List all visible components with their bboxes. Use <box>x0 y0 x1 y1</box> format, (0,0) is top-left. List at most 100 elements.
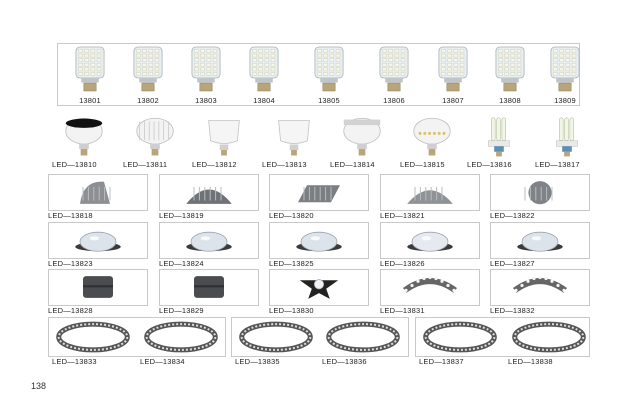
product-item: LED—13823 <box>48 222 148 268</box>
product-code: LED—13822 <box>490 211 535 220</box>
cube-wall-light-icon <box>83 276 113 298</box>
product-item: LED—13818 <box>48 174 148 220</box>
ring-group-frame <box>48 317 226 357</box>
product-code: LED—13811 <box>123 160 168 169</box>
product-code: LED—13814 <box>330 160 375 169</box>
product-code: LED—13812 <box>192 160 237 169</box>
corn-bulb-icon <box>75 46 105 92</box>
ring-light-icon <box>144 321 218 353</box>
product-item: LED—13812 <box>192 115 262 171</box>
product-item: LED—13813 <box>262 115 332 171</box>
product-item: LED—13833 <box>52 318 136 368</box>
product-code: LED—13829 <box>159 306 204 315</box>
product-frame <box>269 174 369 211</box>
product-frame <box>48 269 148 306</box>
product-code: 13801 <box>79 96 101 105</box>
product-code: 13807 <box>442 96 464 105</box>
product-item: LED—13824 <box>159 222 259 268</box>
product-item: 13804 <box>237 45 291 105</box>
product-code: LED—13828 <box>48 306 93 315</box>
wall-washer-icon <box>186 186 232 204</box>
product-code: LED—13824 <box>159 259 204 268</box>
t-bulb-icon <box>208 120 240 156</box>
ring-light-icon <box>423 321 497 353</box>
product-frame <box>380 174 480 211</box>
product-item: LED—13820 <box>269 174 369 220</box>
arc-light-icon <box>403 275 457 293</box>
product-item: LED—13831 <box>380 269 480 315</box>
product-item: LED—13817 <box>535 115 605 171</box>
product-item: LED—13814 <box>330 115 400 171</box>
corn-bulb-icon <box>438 46 468 92</box>
product-item: 13801 <box>63 45 117 105</box>
product-code: 13808 <box>499 96 521 105</box>
wall-washer-icon <box>80 181 111 204</box>
cube-wall-light-icon <box>194 276 224 298</box>
row1-panel <box>57 43 580 106</box>
product-code: LED—13837 <box>419 357 464 366</box>
product-item: LED—13836 <box>322 318 406 368</box>
product-frame <box>159 174 259 211</box>
product-code: LED—13817 <box>535 160 580 169</box>
product-code: LED—13831 <box>380 306 425 315</box>
product-code: LED—13813 <box>262 160 307 169</box>
u-tube-bulb-icon <box>556 117 578 157</box>
product-code: LED—13833 <box>52 357 97 366</box>
product-item: LED—13811 <box>123 115 193 171</box>
product-item: 13803 <box>179 45 233 105</box>
wall-washer-icon <box>298 185 340 203</box>
product-frame <box>490 174 590 211</box>
pixel-light-icon <box>186 231 232 252</box>
corn-bulb-icon <box>550 46 580 92</box>
product-code: LED—13827 <box>490 259 535 268</box>
product-frame <box>380 269 480 306</box>
dome-bulb-icon <box>413 117 451 156</box>
corn-bulb-icon <box>249 46 279 92</box>
product-code: 13802 <box>137 96 159 105</box>
product-item: 13802 <box>121 45 175 105</box>
ring-light-icon <box>512 321 586 353</box>
product-frame <box>159 269 259 306</box>
product-item: LED—13810 <box>52 115 122 171</box>
pixel-light-icon <box>75 231 121 252</box>
u-tube-bulb-icon <box>488 117 510 157</box>
product-item: LED—13829 <box>159 269 259 315</box>
pixel-light-icon <box>296 231 342 252</box>
wall-washer-icon <box>407 186 453 204</box>
product-item: 13809 <box>538 45 592 105</box>
product-code: LED—13834 <box>140 357 185 366</box>
product-frame <box>490 222 590 259</box>
product-code: LED—13815 <box>400 160 445 169</box>
product-frame <box>159 222 259 259</box>
high-bay-bulb-icon <box>65 117 103 156</box>
product-item: 13807 <box>426 45 480 105</box>
corn-bulb-icon <box>314 46 344 92</box>
product-code: LED—13835 <box>235 357 280 366</box>
fin-bulb-icon <box>136 117 174 156</box>
star-light-icon <box>299 279 339 299</box>
product-item: LED—13822 <box>490 174 590 220</box>
product-code: 13803 <box>195 96 217 105</box>
product-item: LED—13816 <box>467 115 537 171</box>
product-code: LED—13826 <box>380 259 425 268</box>
product-code: LED—13821 <box>380 211 425 220</box>
product-item: LED—13835 <box>235 318 319 368</box>
product-item: LED—13815 <box>400 115 470 171</box>
ring-light-icon <box>326 321 400 353</box>
t-bulb-icon <box>278 120 310 156</box>
product-code: LED—13832 <box>490 306 535 315</box>
product-code: LED—13820 <box>269 211 314 220</box>
product-item: LED—13825 <box>269 222 369 268</box>
arc-light-icon <box>513 275 567 293</box>
product-frame <box>48 174 148 211</box>
product-code: LED—13838 <box>508 357 553 366</box>
mushroom-bulb-icon <box>343 117 381 156</box>
product-code: 13809 <box>554 96 576 105</box>
corn-bulb-icon <box>495 46 525 92</box>
product-item: LED—13826 <box>380 222 480 268</box>
wall-washer-icon <box>524 181 553 205</box>
product-code: LED—13816 <box>467 160 512 169</box>
product-item: 13808 <box>483 45 537 105</box>
product-item: LED—13819 <box>159 174 259 220</box>
page-number: 138 <box>31 381 47 391</box>
